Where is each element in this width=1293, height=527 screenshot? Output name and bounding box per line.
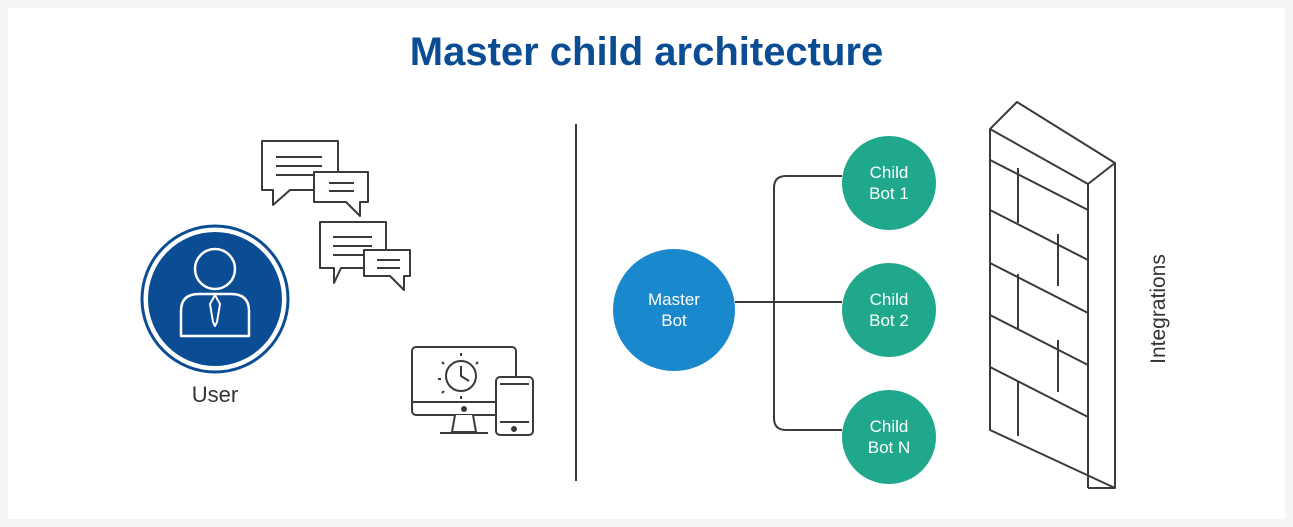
master-bot-label-line1: Master — [648, 290, 700, 309]
child-bot-label-line2: Bot N — [867, 438, 911, 457]
devices-icon — [411, 346, 534, 436]
child-bot-1-node: Child Bot 1 — [842, 136, 936, 230]
integrations-wall-icon — [989, 101, 1116, 489]
master-bot-node: Master Bot — [613, 249, 735, 371]
child-bot-label-line2: Bot 2 — [869, 311, 909, 330]
page-title: Master child architecture — [409, 30, 884, 74]
user-avatar-icon — [140, 224, 290, 374]
child-bot-label-line1: Child — [869, 290, 909, 309]
integrations-label: Integrations — [1147, 254, 1170, 364]
child-bot-label-line2: Bot 1 — [869, 184, 909, 203]
child-bot-n-node: Child Bot N — [842, 390, 936, 484]
bot-connectors — [735, 175, 842, 431]
child-bot-label-line1: Child — [869, 417, 909, 436]
child-bot-2-node: Child Bot 2 — [842, 263, 936, 357]
user-label: User — [191, 382, 239, 407]
chat-bubbles-icon — [261, 140, 411, 291]
master-bot-label-line2: Bot — [661, 311, 687, 330]
child-bot-label-line1: Child — [869, 163, 909, 182]
